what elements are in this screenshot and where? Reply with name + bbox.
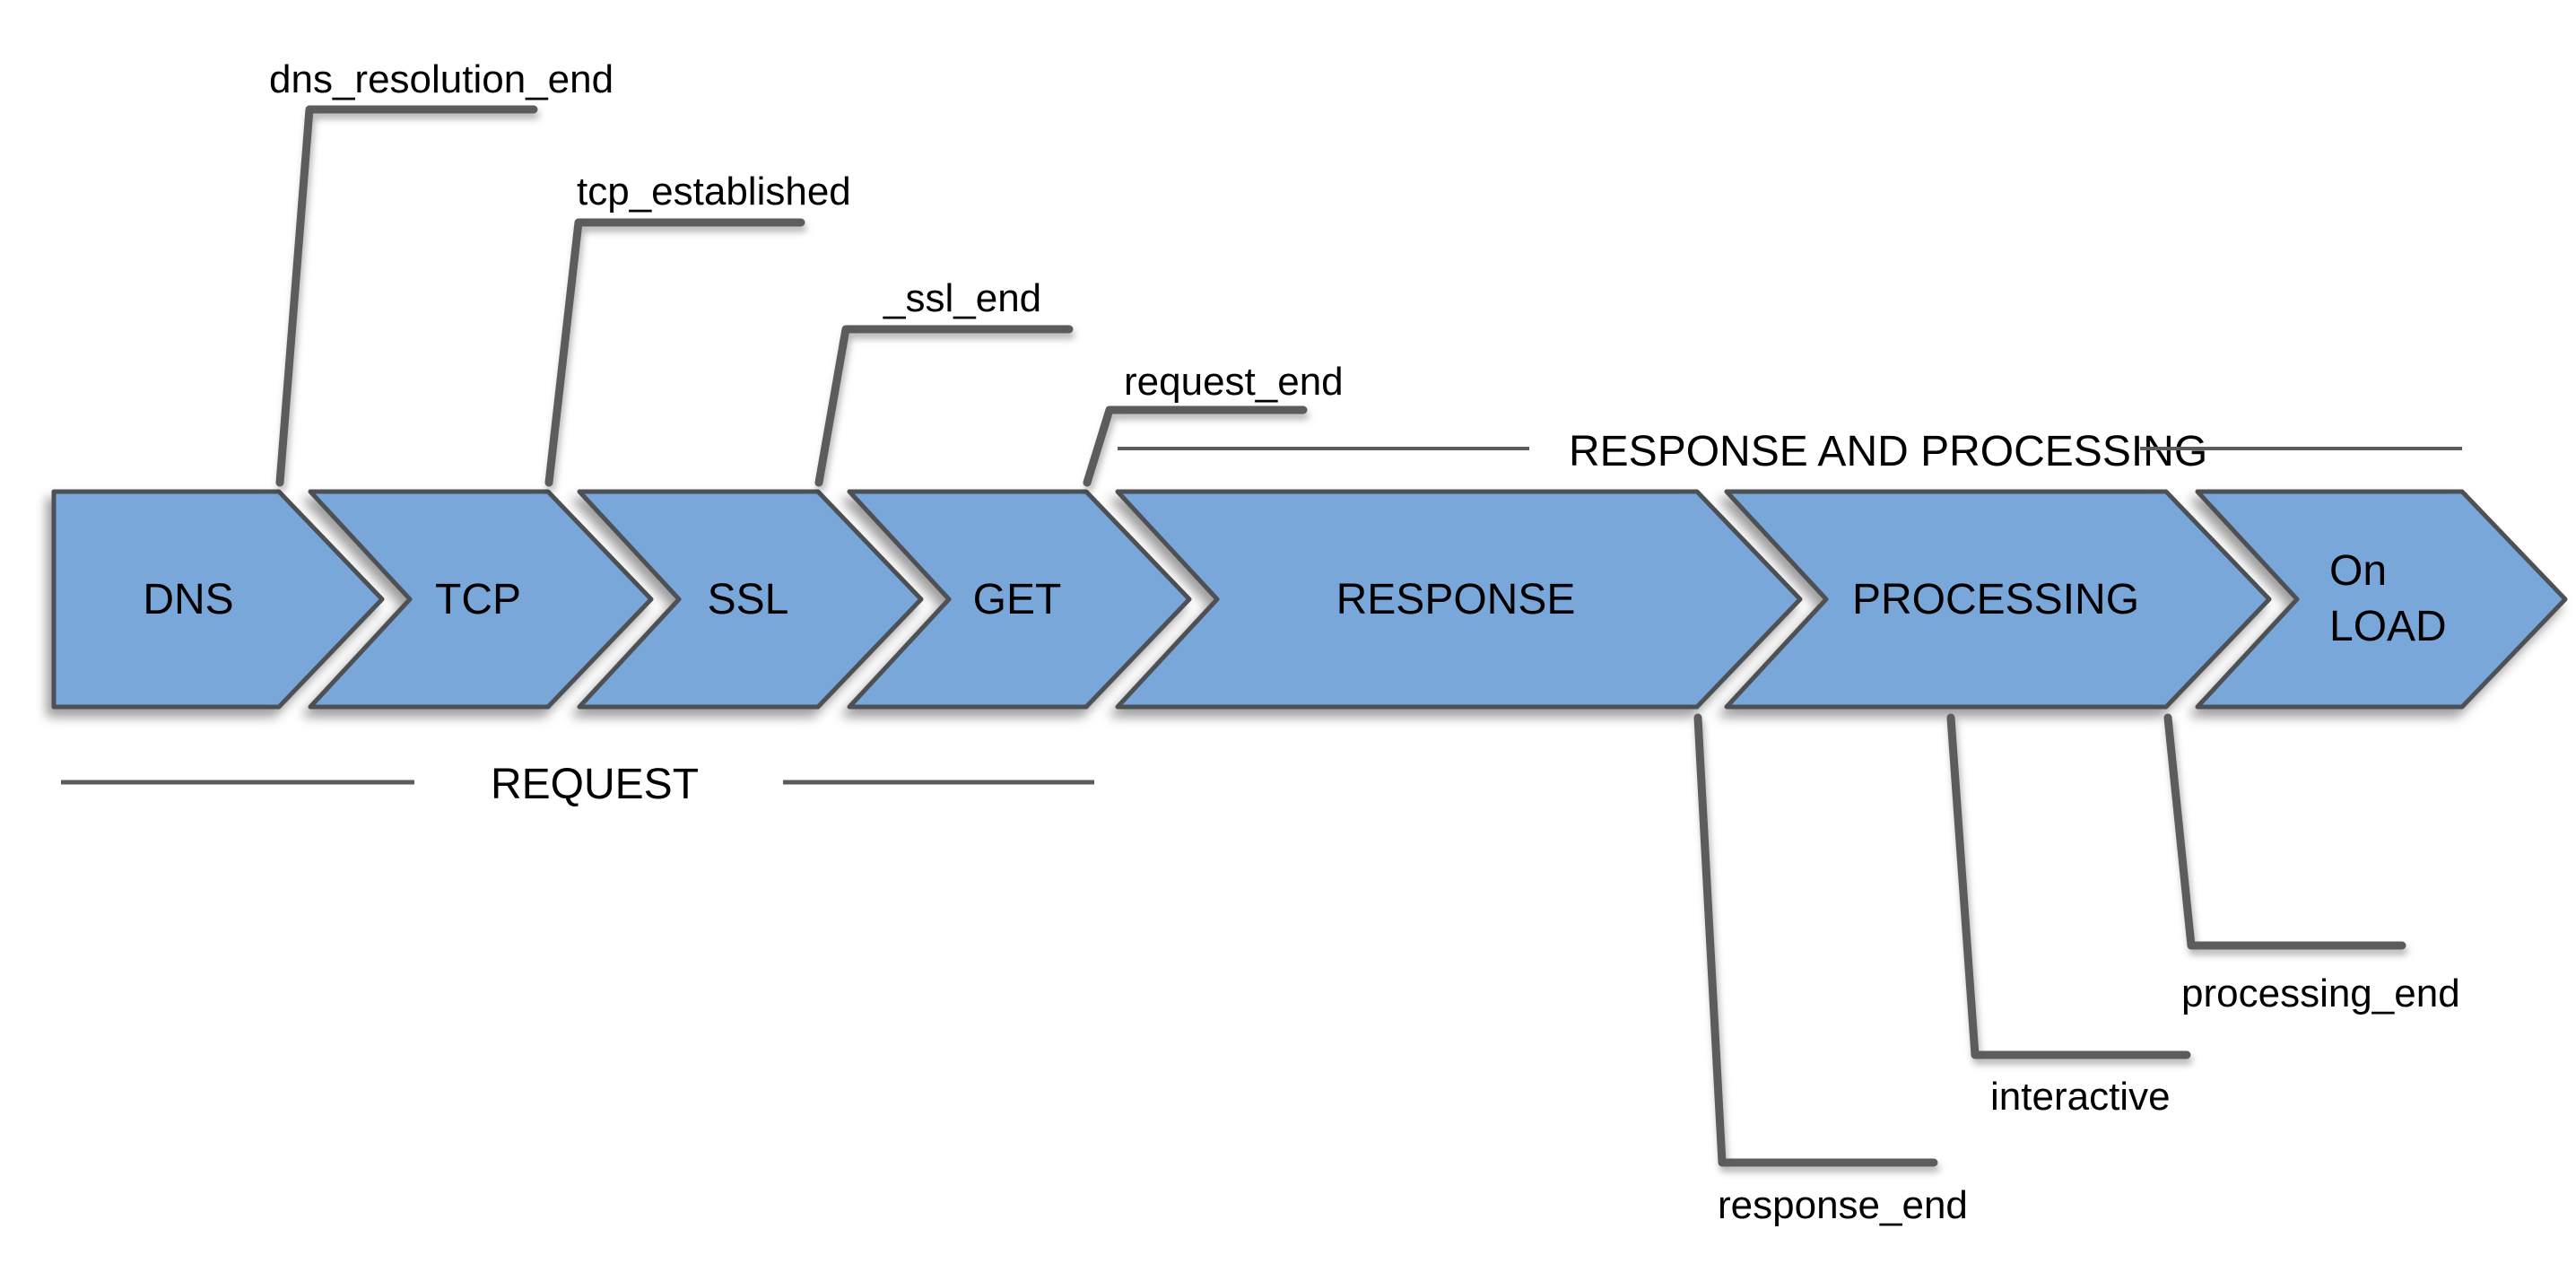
event-label-response-end: response_end — [1718, 1183, 1968, 1227]
arrow-tcp — [308, 489, 654, 710]
phase-label-response: RESPONSE — [1336, 576, 1576, 623]
callout-line-tcp-established — [544, 218, 805, 487]
arrow-response — [1115, 489, 1803, 710]
callout-line-ssl-end — [814, 325, 1074, 487]
arrow-processing — [1724, 489, 2272, 710]
phase-label-processing: PROCESSING — [1852, 576, 2139, 623]
event-label-interactive: interactive — [1990, 1075, 2171, 1119]
event-label-tcp-established: tcp_established — [577, 170, 851, 214]
request-section-label: REQUEST — [491, 761, 699, 808]
event-label-processing-end: processing_end — [2181, 972, 2460, 1015]
event-label-ssl-end: _ssl_end — [883, 276, 1041, 320]
phase-label-get: GET — [973, 576, 1062, 623]
phase-label-tcp: TCP — [435, 576, 521, 623]
response-section-label: RESPONSE AND PROCESSING — [1569, 428, 2207, 475]
arrow-onload — [2195, 489, 2568, 710]
callout-line-request-end — [1083, 405, 1308, 487]
event-label-dns-resolution-end: dns_resolution_end — [269, 57, 614, 101]
phase-label-ssl: SSL — [708, 576, 789, 623]
callout-line-dns-resolution-end — [275, 105, 538, 487]
arrow-get — [847, 489, 1192, 710]
callout-line-response-end — [1693, 713, 1938, 1167]
event-label-request-end: request_end — [1124, 360, 1344, 404]
phase-label-dns: DNS — [143, 576, 233, 623]
callout-line-processing-end — [2163, 713, 2406, 950]
callout-line-interactive — [1946, 713, 2191, 1059]
arrow-ssl — [577, 489, 924, 710]
phase-label-onload: On LOAD — [2329, 547, 2447, 650]
arrow-dns — [51, 489, 385, 710]
